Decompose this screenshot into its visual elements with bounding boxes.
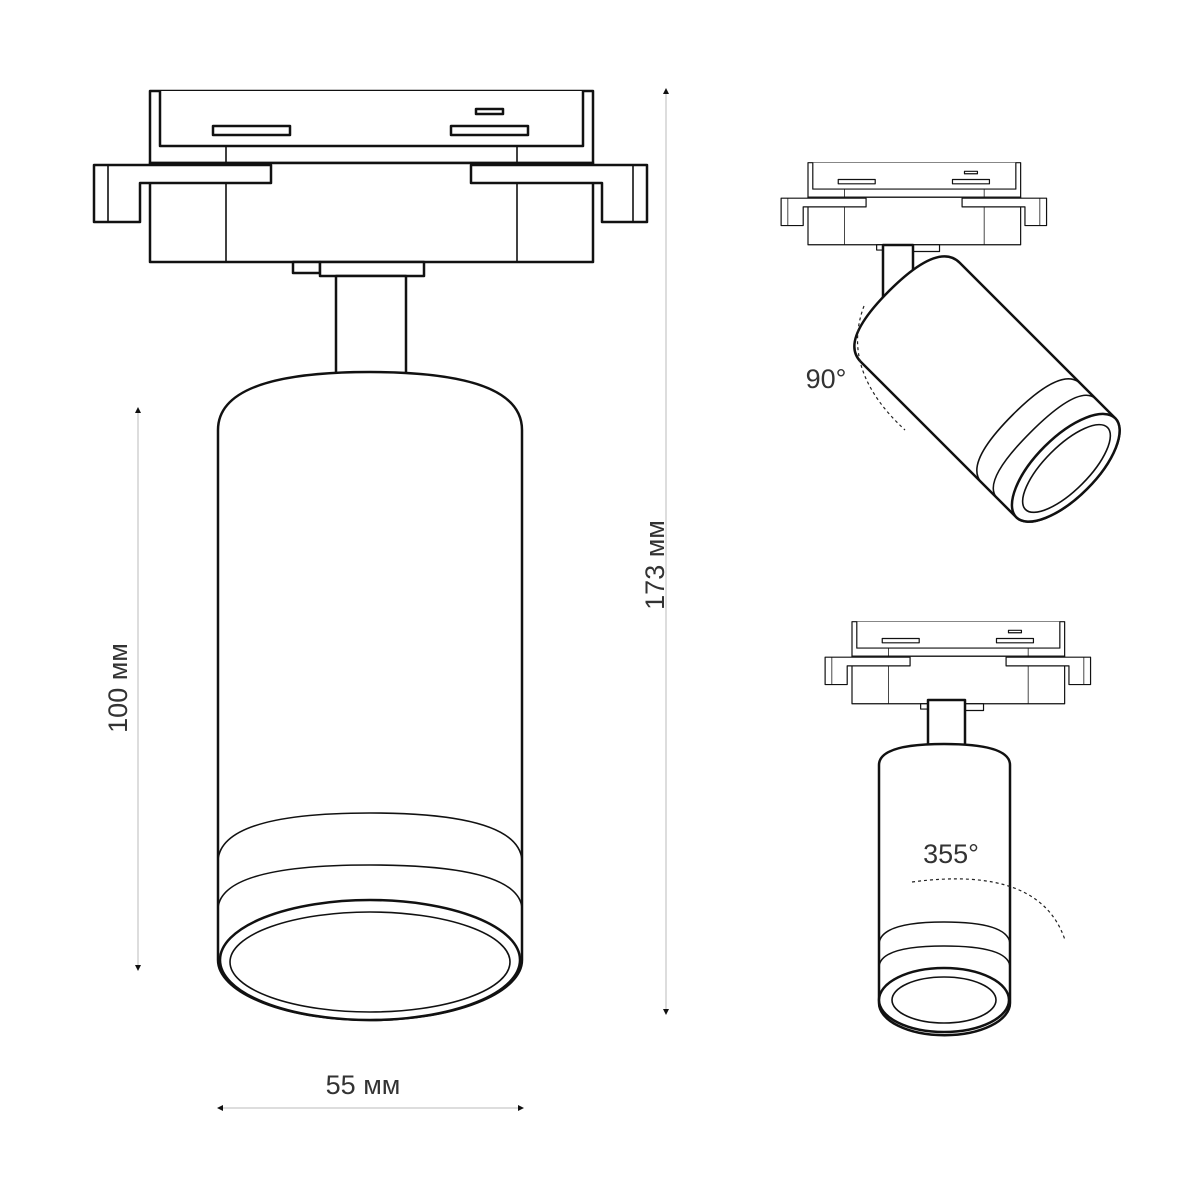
track-adapter (92, 89, 649, 278)
stem (926, 698, 967, 750)
tilt-angle-label: 90° (806, 364, 847, 394)
front-view (92, 89, 649, 1022)
swivel-angle-label: 355° (923, 839, 979, 869)
arrow-icon (663, 88, 669, 94)
track-adapter (824, 621, 1092, 712)
arrow-icon (135, 965, 141, 971)
cylinder-body (216, 370, 524, 1022)
arrow-icon (135, 407, 141, 413)
tilt-arc-arrow (857, 305, 906, 431)
swivel-view (824, 621, 1092, 1037)
arrow-icon (518, 1105, 524, 1111)
total-height-label: 173 мм (640, 520, 670, 610)
stem (334, 274, 408, 378)
swivel-cylinder (877, 742, 1012, 1037)
arrow-icon (217, 1105, 223, 1111)
track-adapter (780, 162, 1048, 253)
dimension-lines (135, 88, 669, 1111)
tilted-cylinder (853, 255, 1121, 523)
body-height-label: 100 мм (103, 643, 133, 733)
diameter-label: 55 мм (326, 1070, 401, 1100)
swivel-arc-arrow (911, 878, 1066, 941)
tilt-view (780, 162, 1121, 523)
arrow-icon (663, 1009, 669, 1015)
